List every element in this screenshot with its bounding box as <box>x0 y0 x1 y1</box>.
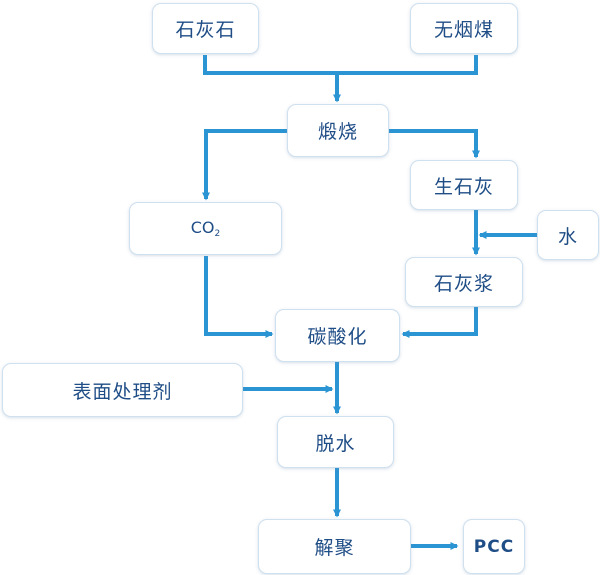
co2-main-text: CO <box>190 218 215 237</box>
limestone-node: 石灰石 <box>152 3 259 54</box>
edge-calcination-to-co2 <box>202 129 287 201</box>
carbonation-node: 碳酸化 <box>275 309 400 362</box>
edge-limestone-to-merge <box>203 55 478 75</box>
quicklime-label: 生石灰 <box>433 175 494 198</box>
water-node: 水 <box>537 210 599 260</box>
anthracite-node: 无烟煤 <box>410 3 518 54</box>
pcc-label: PCC <box>473 536 515 557</box>
surface-agent-label: 表面处理剂 <box>72 380 173 403</box>
water-label: 水 <box>557 225 578 248</box>
dewatering-node: 脱水 <box>277 416 394 468</box>
calcination-node: 煅烧 <box>287 104 389 157</box>
edge-co2-to-carbonation <box>204 256 274 338</box>
lime-slurry-node: 石灰浆 <box>405 257 523 307</box>
deagglomeration-node: 解聚 <box>258 519 411 574</box>
anthracite-label: 无烟煤 <box>433 19 494 41</box>
quicklime-node: 生石灰 <box>410 160 518 210</box>
carbonation-label: 碳酸化 <box>307 326 368 348</box>
dewatering-label: 脱水 <box>315 432 356 455</box>
lime-slurry-label: 石灰浆 <box>433 272 494 295</box>
co2-node: CO2 <box>129 202 282 255</box>
surface-agent-node: 表面处理剂 <box>2 363 243 417</box>
deagglomeration-label: 解聚 <box>314 537 355 559</box>
limestone-label: 石灰石 <box>175 19 236 41</box>
co2-subscript: 2 <box>214 229 221 239</box>
calcination-label: 煅烧 <box>317 121 358 143</box>
pcc-node: PCC <box>463 519 525 574</box>
co2-label: CO2 <box>191 218 221 239</box>
edge-slurry-to-carbonation <box>401 307 478 338</box>
edge-calcination-to-quicklime <box>389 129 480 159</box>
